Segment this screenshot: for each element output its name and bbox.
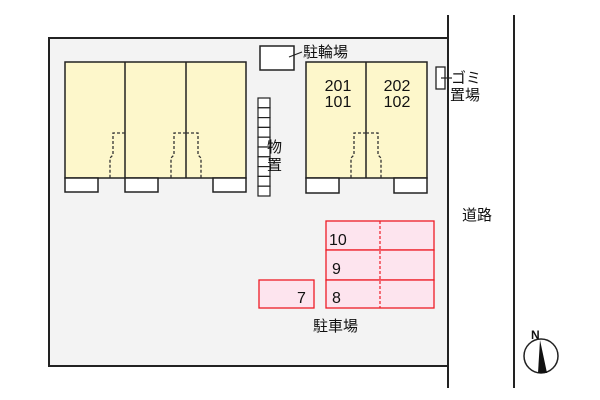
balcony [212, 177, 247, 193]
leader-line [288, 51, 303, 58]
building-left [64, 61, 247, 193]
building-right: 201 101 202 102 [305, 61, 428, 194]
storage-cell [257, 126, 271, 138]
balcony [124, 177, 159, 193]
parking-spot-10 [325, 220, 435, 251]
balcony [393, 177, 428, 194]
parking-number-7: 7 [297, 290, 306, 307]
north-compass-icon: N [523, 328, 559, 374]
storage-cell [257, 97, 271, 109]
storage-label-2: 置 [267, 156, 282, 174]
storage-shed [257, 97, 271, 197]
road-label: 道路 [462, 206, 492, 224]
unit-201: 201 [325, 78, 352, 95]
bicycle-parking-area [259, 45, 295, 71]
bicycle-parking-label: 駐輪場 [303, 43, 348, 61]
parking-lot: 10 9 8 7 [258, 220, 435, 309]
balcony [305, 177, 340, 194]
parking-number-10: 10 [329, 232, 347, 249]
storage-cell [257, 175, 271, 187]
stairs-outline [350, 132, 382, 178]
unit-102: 102 [384, 94, 411, 111]
storage-cell [257, 185, 271, 197]
parking-number-9: 9 [332, 261, 341, 278]
storage-label-1: 物 [267, 138, 282, 156]
north-label: N [531, 328, 540, 342]
parking-spot-9 [325, 249, 435, 281]
storage-cell [257, 116, 271, 128]
parking-number-8: 8 [332, 290, 341, 307]
garbage-label-2: 置場 [450, 86, 480, 104]
parking-label: 駐車場 [313, 317, 358, 335]
unit-202: 202 [384, 78, 411, 95]
garbage-label-1: ゴミ [451, 69, 481, 87]
balcony [64, 177, 99, 193]
parking-spot-7 [258, 279, 315, 309]
unit-101: 101 [325, 94, 352, 111]
stairs-outline [109, 132, 202, 178]
storage-cell [257, 107, 271, 119]
